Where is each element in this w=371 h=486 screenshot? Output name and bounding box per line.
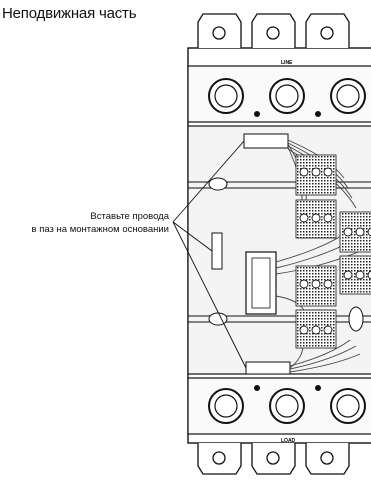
callout-leaders bbox=[172, 140, 247, 369]
wire-groove-top bbox=[243, 133, 289, 149]
load-marking: LOAD bbox=[281, 438, 296, 444]
top-lugs bbox=[197, 13, 350, 48]
callout-label-line1: Вставьте провода bbox=[90, 211, 169, 222]
terminal-screws bbox=[299, 167, 371, 335]
line-marking: LINE bbox=[281, 60, 293, 66]
left-groove bbox=[211, 232, 223, 270]
bottom-lugs bbox=[197, 443, 350, 475]
panel-slot-right bbox=[348, 306, 364, 332]
bottom-terminals bbox=[208, 388, 366, 424]
center-connector bbox=[245, 251, 277, 315]
page-title: Неподвижная часть bbox=[2, 5, 137, 22]
top-screws bbox=[254, 111, 321, 117]
panel-slot-left-top bbox=[208, 177, 228, 191]
bottom-screws bbox=[254, 385, 321, 391]
top-terminals bbox=[208, 78, 366, 114]
callout-label-line2: в паз на монтажном основании bbox=[31, 224, 169, 235]
wire-groove-bottom bbox=[245, 361, 291, 375]
panel-slot-left-bottom bbox=[208, 312, 228, 326]
